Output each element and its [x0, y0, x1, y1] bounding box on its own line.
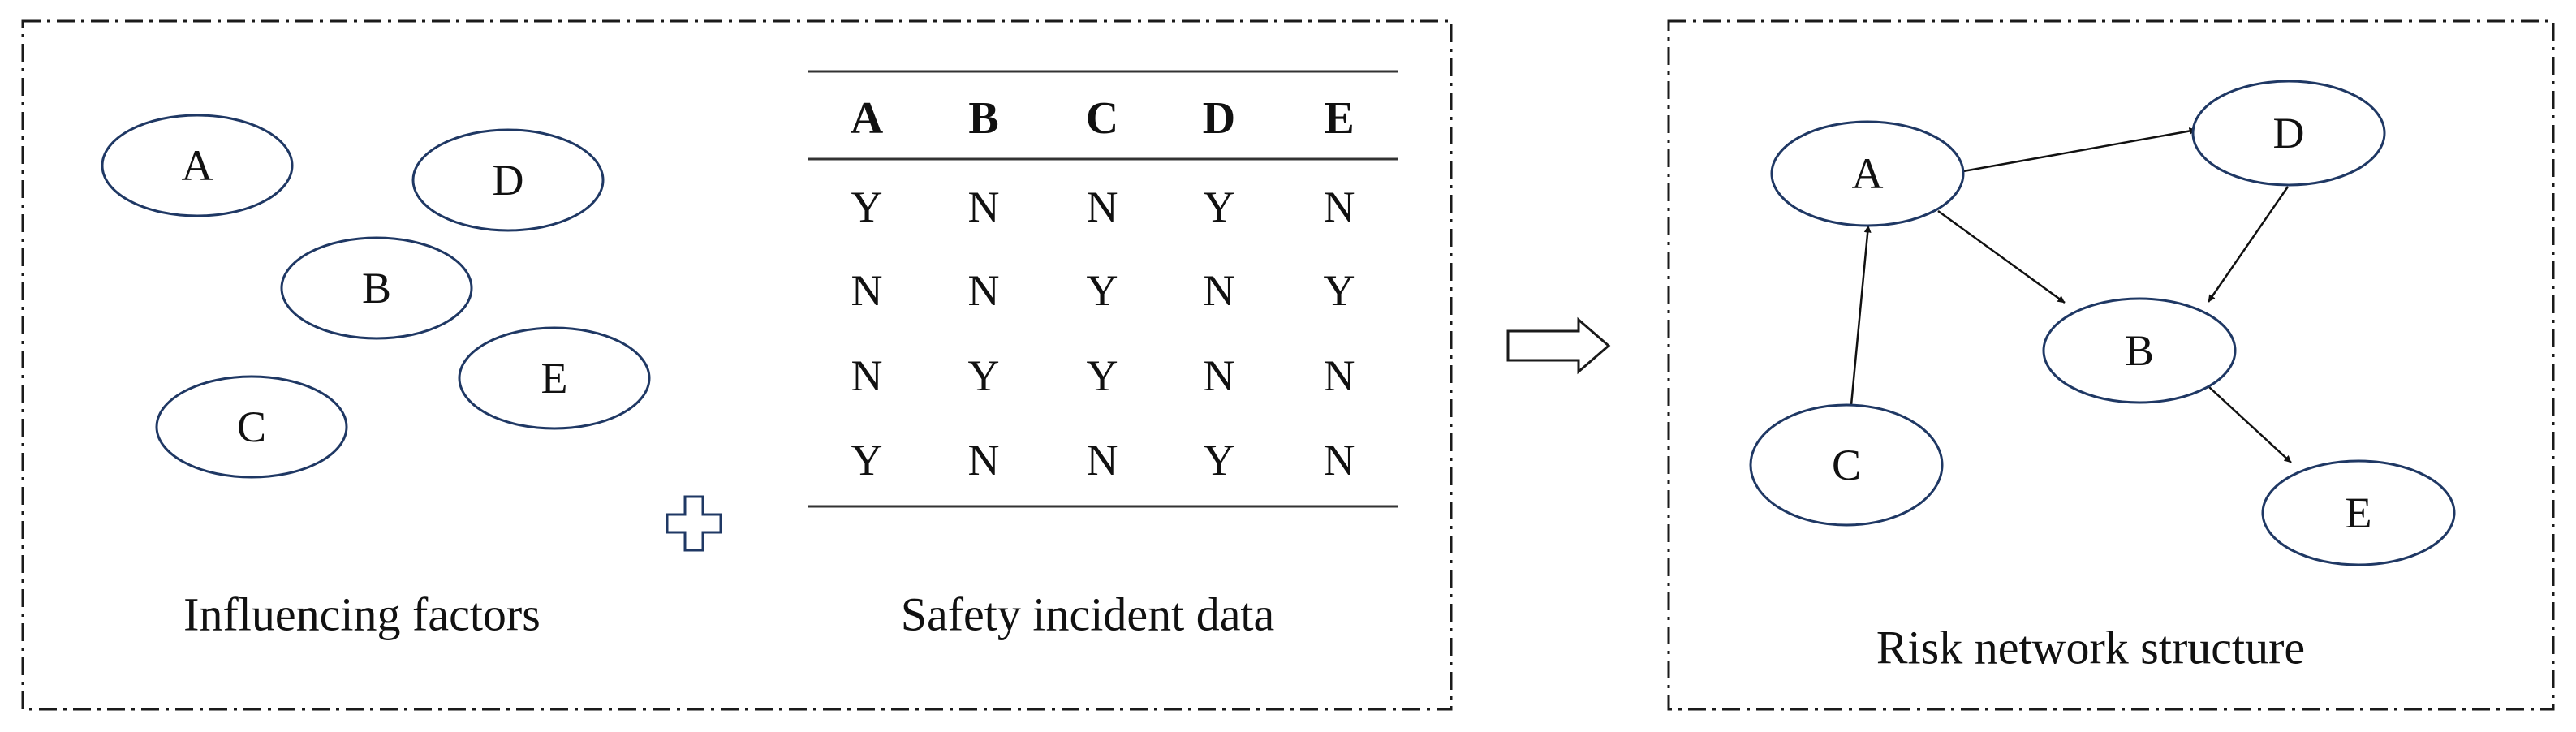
svg-text:B: B [362, 264, 391, 312]
edge-c-to-a [1850, 225, 1872, 406]
table-cell: Y [1204, 183, 1235, 231]
table-cell: N [1324, 183, 1355, 231]
table-cell: Y [851, 436, 883, 484]
table-header-cell: C [1086, 93, 1118, 144]
svg-text:C: C [237, 403, 266, 451]
network-nodes: A D B C E [1749, 80, 2456, 566]
table-cell: Y [968, 351, 1000, 400]
edge-b-to-e [2208, 386, 2292, 463]
svg-text:A: A [182, 141, 213, 190]
table-cell: N [1324, 351, 1355, 400]
network-caption: Risk network structure [1876, 622, 2305, 674]
output-panel-frame [1667, 19, 2555, 711]
table-cell: N [1204, 351, 1235, 400]
svg-text:E: E [541, 354, 568, 403]
factor-node-d: D [411, 128, 605, 232]
table-row: N Y Y N N [851, 351, 1355, 400]
table-header-cell: A [851, 93, 884, 144]
factor-node-b: B [280, 236, 473, 340]
network-node-c: C [1749, 403, 1944, 527]
network-edges [1850, 127, 2292, 463]
svg-text:D: D [493, 156, 524, 205]
incident-data-caption: Safety incident data [901, 588, 1275, 641]
table-cell: N [1324, 436, 1355, 484]
factors-caption: Influencing factors [183, 588, 541, 641]
table-header-row: A B C D E [851, 93, 1355, 144]
table-cell: Y [1324, 266, 1355, 315]
table-cell: Y [1087, 266, 1118, 315]
table-cell: N [968, 266, 1000, 315]
svg-text:C: C [1832, 441, 1861, 489]
table-header-cell: D [1203, 93, 1235, 144]
svg-text:D: D [2273, 109, 2305, 157]
network-node-b: B [2042, 297, 2237, 404]
table-row: N N Y N Y [851, 266, 1355, 315]
table-cell: N [851, 266, 883, 315]
network-node-d: D [2191, 80, 2386, 187]
table-cell: N [968, 436, 1000, 484]
table-cell: Y [851, 183, 883, 231]
arrow-right-icon [1506, 316, 1611, 375]
table-cell: Y [1204, 436, 1235, 484]
table-header-cell: B [968, 93, 998, 144]
edge-d-to-b [2207, 186, 2290, 303]
svg-text:B: B [2125, 326, 2154, 375]
edge-a-to-d [1962, 127, 2197, 173]
network-node-a: A [1770, 120, 1965, 227]
table-cell: N [1087, 436, 1118, 484]
network-node-e: E [2261, 459, 2456, 566]
table-row: Y N N Y N [851, 436, 1355, 484]
table-cell: N [968, 183, 1000, 231]
plus-icon [666, 495, 722, 552]
input-panel-frame [21, 19, 1453, 711]
table-cell: Y [1087, 351, 1118, 400]
incident-table: A B C D E Y N N Y N N N Y N Y N Y Y N N [808, 70, 1398, 508]
table-cell: N [1087, 183, 1118, 231]
edge-a-to-b [1937, 209, 2066, 304]
table-cell: N [1204, 266, 1235, 315]
factor-nodes: A D B E C [101, 114, 651, 479]
factor-node-a: A [101, 114, 294, 217]
factor-node-e: E [458, 326, 651, 430]
table-header-cell: E [1324, 93, 1354, 144]
factor-node-c: C [155, 375, 348, 479]
svg-text:E: E [2346, 489, 2372, 537]
table-cell: N [851, 351, 883, 400]
table-row: Y N N Y N [851, 183, 1355, 231]
svg-text:A: A [1852, 149, 1884, 198]
